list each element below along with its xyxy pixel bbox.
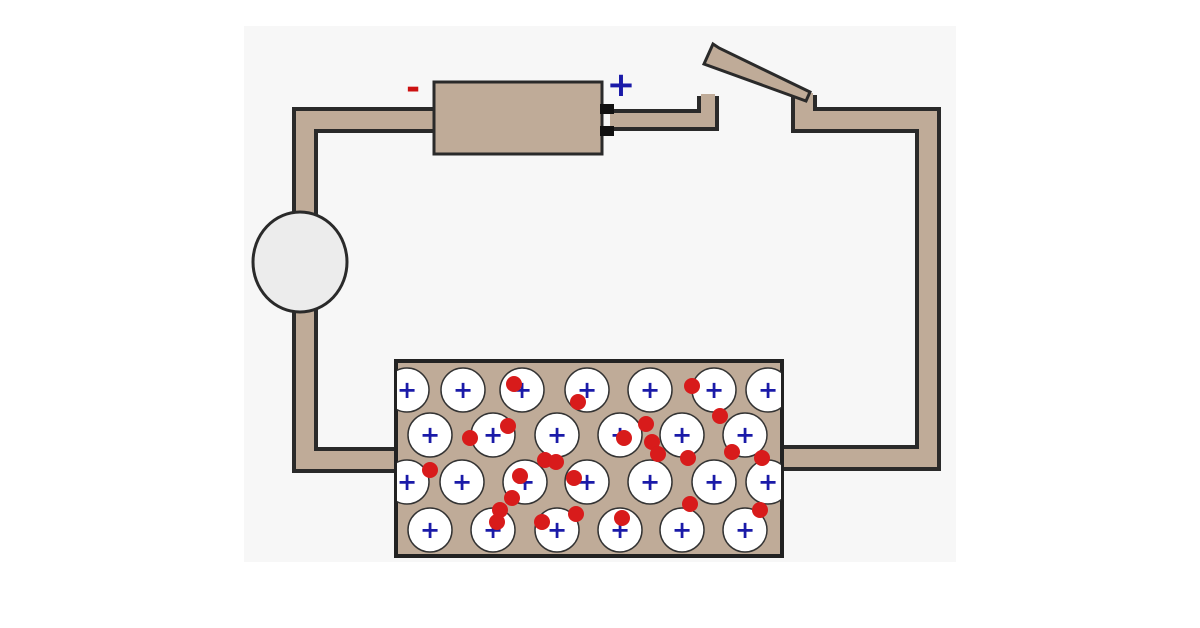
ion-circle: [691, 459, 737, 505]
ion-sign: +: [452, 468, 472, 496]
positive-ion: +: [627, 367, 673, 413]
ion-circle: [597, 507, 643, 553]
battery: - +: [406, 65, 636, 156]
ion-sign: +: [453, 376, 473, 404]
ion-sign: +: [704, 468, 724, 496]
ion-circle: [659, 507, 705, 553]
electron: [422, 462, 438, 478]
right-wire: [780, 93, 937, 467]
ion-sign: +: [672, 516, 692, 544]
ion-sign: +: [735, 516, 755, 544]
ion-circle: [407, 412, 453, 458]
electron: [489, 514, 505, 530]
ion-sign: +: [640, 376, 660, 404]
positive-ion: +: [659, 507, 705, 553]
ion-circle: [745, 367, 781, 413]
ion-sign: +: [420, 516, 440, 544]
ion-circle: [627, 367, 673, 413]
electron: [548, 454, 564, 470]
electron: [570, 394, 586, 410]
ion-sign: +: [420, 421, 440, 449]
electron: [504, 490, 520, 506]
positive-ion: +: [659, 412, 705, 458]
electron: [724, 444, 740, 460]
positive-ion: +: [745, 367, 781, 413]
switch-contact: [610, 94, 715, 127]
positive-ion: +: [534, 412, 580, 458]
electron: [754, 450, 770, 466]
electron: [534, 514, 550, 530]
ion-sign: +: [672, 421, 692, 449]
positive-terminal-label: +: [607, 65, 636, 105]
electron: [506, 376, 522, 392]
electron: [650, 446, 666, 462]
positive-ion: +: [691, 459, 737, 505]
positive-ion: +: [440, 367, 486, 413]
ion-sign: +: [397, 376, 417, 404]
battery-terminal-bottom: [600, 126, 614, 136]
electron: [568, 506, 584, 522]
battery-body: [432, 80, 604, 156]
positive-ion: +: [627, 459, 673, 505]
electron-cloud: [422, 376, 770, 530]
positive-ion: +: [407, 412, 453, 458]
conductor-block: ++++++++++++++++++++++++++: [394, 359, 784, 558]
ion-circle: [627, 459, 673, 505]
electron: [462, 430, 478, 446]
ion-sign: +: [735, 421, 755, 449]
ion-circle: [407, 507, 453, 553]
electron: [512, 468, 528, 484]
electron: [682, 496, 698, 512]
positive-ion: +: [407, 507, 453, 553]
positive-ion: +: [397, 367, 430, 413]
positive-ion: +: [691, 367, 737, 413]
electron: [566, 470, 582, 486]
switch-lever[interactable]: [701, 41, 812, 103]
electron: [680, 450, 696, 466]
ion-sign: +: [547, 516, 567, 544]
ion-sign: +: [758, 468, 778, 496]
ion-lattice: ++++++++++++++++++++++++++: [397, 367, 781, 553]
positive-ion: +: [745, 459, 781, 505]
electron: [684, 378, 700, 394]
ion-sign: +: [704, 376, 724, 404]
ion-circle: [722, 507, 768, 553]
positive-ion: +: [499, 367, 545, 413]
ion-circle: [397, 367, 430, 413]
electron: [712, 408, 728, 424]
ion-sign: +: [483, 421, 503, 449]
ion-circle: [439, 459, 485, 505]
electron: [500, 418, 516, 434]
electron: [644, 434, 660, 450]
ion-sign: +: [758, 376, 778, 404]
ion-sign: +: [547, 421, 567, 449]
negative-terminal-label: -: [406, 68, 420, 108]
positive-ion: +: [470, 507, 516, 553]
ion-sign: +: [640, 468, 660, 496]
positive-ion: +: [397, 459, 430, 505]
lamp: [251, 210, 349, 314]
electron: [752, 502, 768, 518]
ion-circle: [440, 367, 486, 413]
electron: [614, 510, 630, 526]
positive-ion: +: [722, 507, 768, 553]
electron: [616, 430, 632, 446]
ion-sign: +: [577, 468, 597, 496]
battery-terminal-top: [600, 104, 614, 114]
ion-sign: +: [397, 468, 417, 496]
electron: [638, 416, 654, 432]
ion-circle: [397, 459, 430, 505]
positive-ion: +: [439, 459, 485, 505]
electron: [492, 502, 508, 518]
